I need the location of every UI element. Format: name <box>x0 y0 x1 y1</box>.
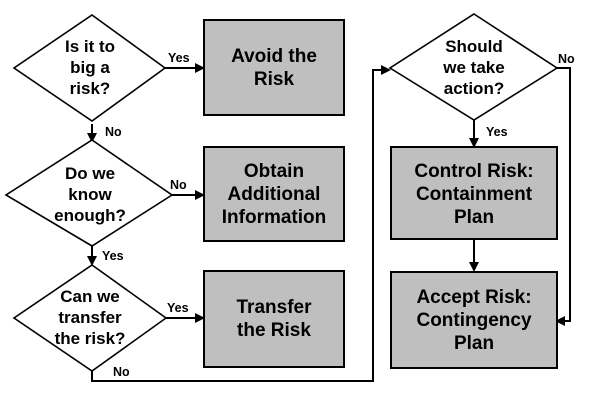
connectors <box>87 63 571 382</box>
decision-too-big-line2: big a <box>70 58 110 77</box>
edge-take-action-no <box>555 67 571 326</box>
decision-know-enough: Do we know enough? <box>4 139 174 247</box>
action-transfer-line1: Transfer <box>237 297 313 318</box>
action-accept-risk: Accept Risk: Contingency Plan <box>390 271 558 369</box>
action-avoid-line1: Avoid the <box>231 46 317 67</box>
action-obtain-line1: Obtain <box>244 161 304 182</box>
action-transfer-risk: Transfer the Risk <box>203 270 345 368</box>
action-control-line3: Plan <box>454 207 494 228</box>
decision-take-action-line2: we take <box>442 58 504 77</box>
action-obtain-information: Obtain Additional Information <box>203 146 345 242</box>
decision-transfer-line2: transfer <box>58 308 122 327</box>
action-control-line2: Containment <box>416 184 533 205</box>
decision-take-action-line3: action? <box>444 79 504 98</box>
decision-too-big: Is it to big a risk? <box>12 14 167 122</box>
decision-take-action-line1: Should <box>445 37 503 56</box>
action-accept-line3: Plan <box>454 333 494 354</box>
action-transfer-line2: the Risk <box>237 320 311 341</box>
action-accept-line2: Contingency <box>416 310 531 331</box>
label-no-know-enough: No <box>170 178 187 192</box>
action-obtain-line3: Information <box>222 207 327 228</box>
decision-transfer: Can we transfer the risk? <box>12 264 168 372</box>
decision-know-enough-line1: Do we <box>65 164 115 183</box>
label-no-take-action: No <box>558 52 575 66</box>
label-yes-take-action: Yes <box>486 125 508 139</box>
label-yes-too-big: Yes <box>168 51 190 65</box>
edge-labels: Yes No No Yes Yes No No Yes <box>102 51 575 379</box>
decision-know-enough-line2: know <box>68 185 112 204</box>
decision-too-big-line1: Is it to <box>65 37 115 56</box>
label-yes-transfer: Yes <box>167 301 189 315</box>
action-avoid-line2: Risk <box>254 69 295 90</box>
label-yes-know-enough: Yes <box>102 249 124 263</box>
label-no-transfer: No <box>113 365 130 379</box>
action-control-line1: Control Risk: <box>414 161 533 182</box>
action-obtain-line2: Additional <box>228 184 321 205</box>
decision-take-action: Should we take action? <box>388 13 559 121</box>
decision-too-big-line3: risk? <box>70 79 111 98</box>
decision-know-enough-line3: enough? <box>54 206 126 225</box>
decision-transfer-line1: Can we <box>60 287 120 306</box>
label-no-too-big: No <box>105 125 122 139</box>
action-control-risk: Control Risk: Containment Plan <box>390 146 558 240</box>
action-avoid-risk: Avoid the Risk <box>203 19 345 116</box>
decision-transfer-line3: the risk? <box>55 329 126 348</box>
action-accept-line1: Accept Risk: <box>416 287 531 308</box>
edge-transfer-no <box>91 65 391 382</box>
